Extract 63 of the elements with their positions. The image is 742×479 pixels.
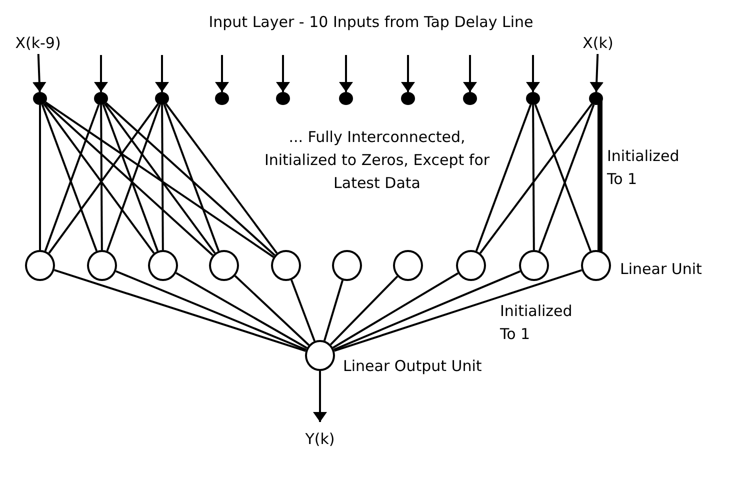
neuron-unit <box>581 250 611 281</box>
input-node <box>526 92 540 105</box>
connection-line <box>163 104 220 252</box>
input-node <box>155 92 169 105</box>
unit-caption: Linear Unit <box>620 259 702 280</box>
input-node <box>589 92 603 105</box>
arrow <box>276 55 290 92</box>
connection-line <box>165 103 278 254</box>
arrow <box>313 371 327 422</box>
neuron-unit <box>519 250 549 281</box>
arrow <box>339 55 353 92</box>
signal-label: Y(k) <box>300 430 340 450</box>
arrow <box>401 55 415 92</box>
neuron-unit <box>456 250 486 281</box>
connection-line <box>234 275 310 346</box>
connection-line <box>161 105 164 250</box>
connection-line <box>532 105 535 250</box>
arrow <box>32 54 46 92</box>
connection-line <box>104 103 216 254</box>
unit-caption: Linear Output Unit <box>343 356 482 377</box>
signal-label: X(k) <box>576 34 620 54</box>
connection-line <box>332 272 459 349</box>
connection-line <box>323 280 344 341</box>
neuron-unit <box>393 250 423 281</box>
connection-line <box>475 104 532 252</box>
note-text: ... Fully Interconnected, Initialized to Zeros, Except for Latest Data <box>263 127 491 194</box>
neuron-unit <box>148 250 178 281</box>
neuron-unit <box>271 250 301 281</box>
input-node <box>276 92 290 105</box>
neuron-unit <box>305 340 335 371</box>
note-text: Initialized To 1 <box>500 301 574 345</box>
connection-line <box>176 272 308 349</box>
input-node <box>339 92 353 105</box>
input-node <box>215 92 229 105</box>
connection-line <box>479 103 593 254</box>
connection-line <box>105 102 276 256</box>
arrow <box>590 54 604 92</box>
connection-line <box>45 102 274 258</box>
arrow <box>94 55 108 92</box>
connection-line <box>334 270 520 351</box>
arrow <box>215 55 229 92</box>
connection-line <box>334 269 582 352</box>
diagram-title: Input Layer - 10 Inputs from Tap Delay Line <box>208 12 534 33</box>
input-node <box>463 92 477 105</box>
connection-line <box>44 102 214 256</box>
neuron-unit <box>332 250 362 281</box>
input-node <box>33 92 47 105</box>
arrow <box>155 55 169 92</box>
connection-line <box>290 280 316 342</box>
arrow <box>526 55 540 92</box>
input-node <box>94 92 108 105</box>
neuron-unit <box>87 250 117 281</box>
note-text: Initialized To 1 <box>607 146 680 190</box>
connection-line <box>100 105 103 250</box>
connection-line <box>330 276 398 346</box>
arrow <box>463 55 477 92</box>
connection-line <box>54 269 306 352</box>
neuron-unit <box>25 250 55 281</box>
input-node <box>401 92 415 105</box>
signal-label: X(k-9) <box>6 34 70 54</box>
connection-line <box>39 105 41 250</box>
connection-line <box>116 270 306 351</box>
neuron-unit <box>209 250 239 281</box>
